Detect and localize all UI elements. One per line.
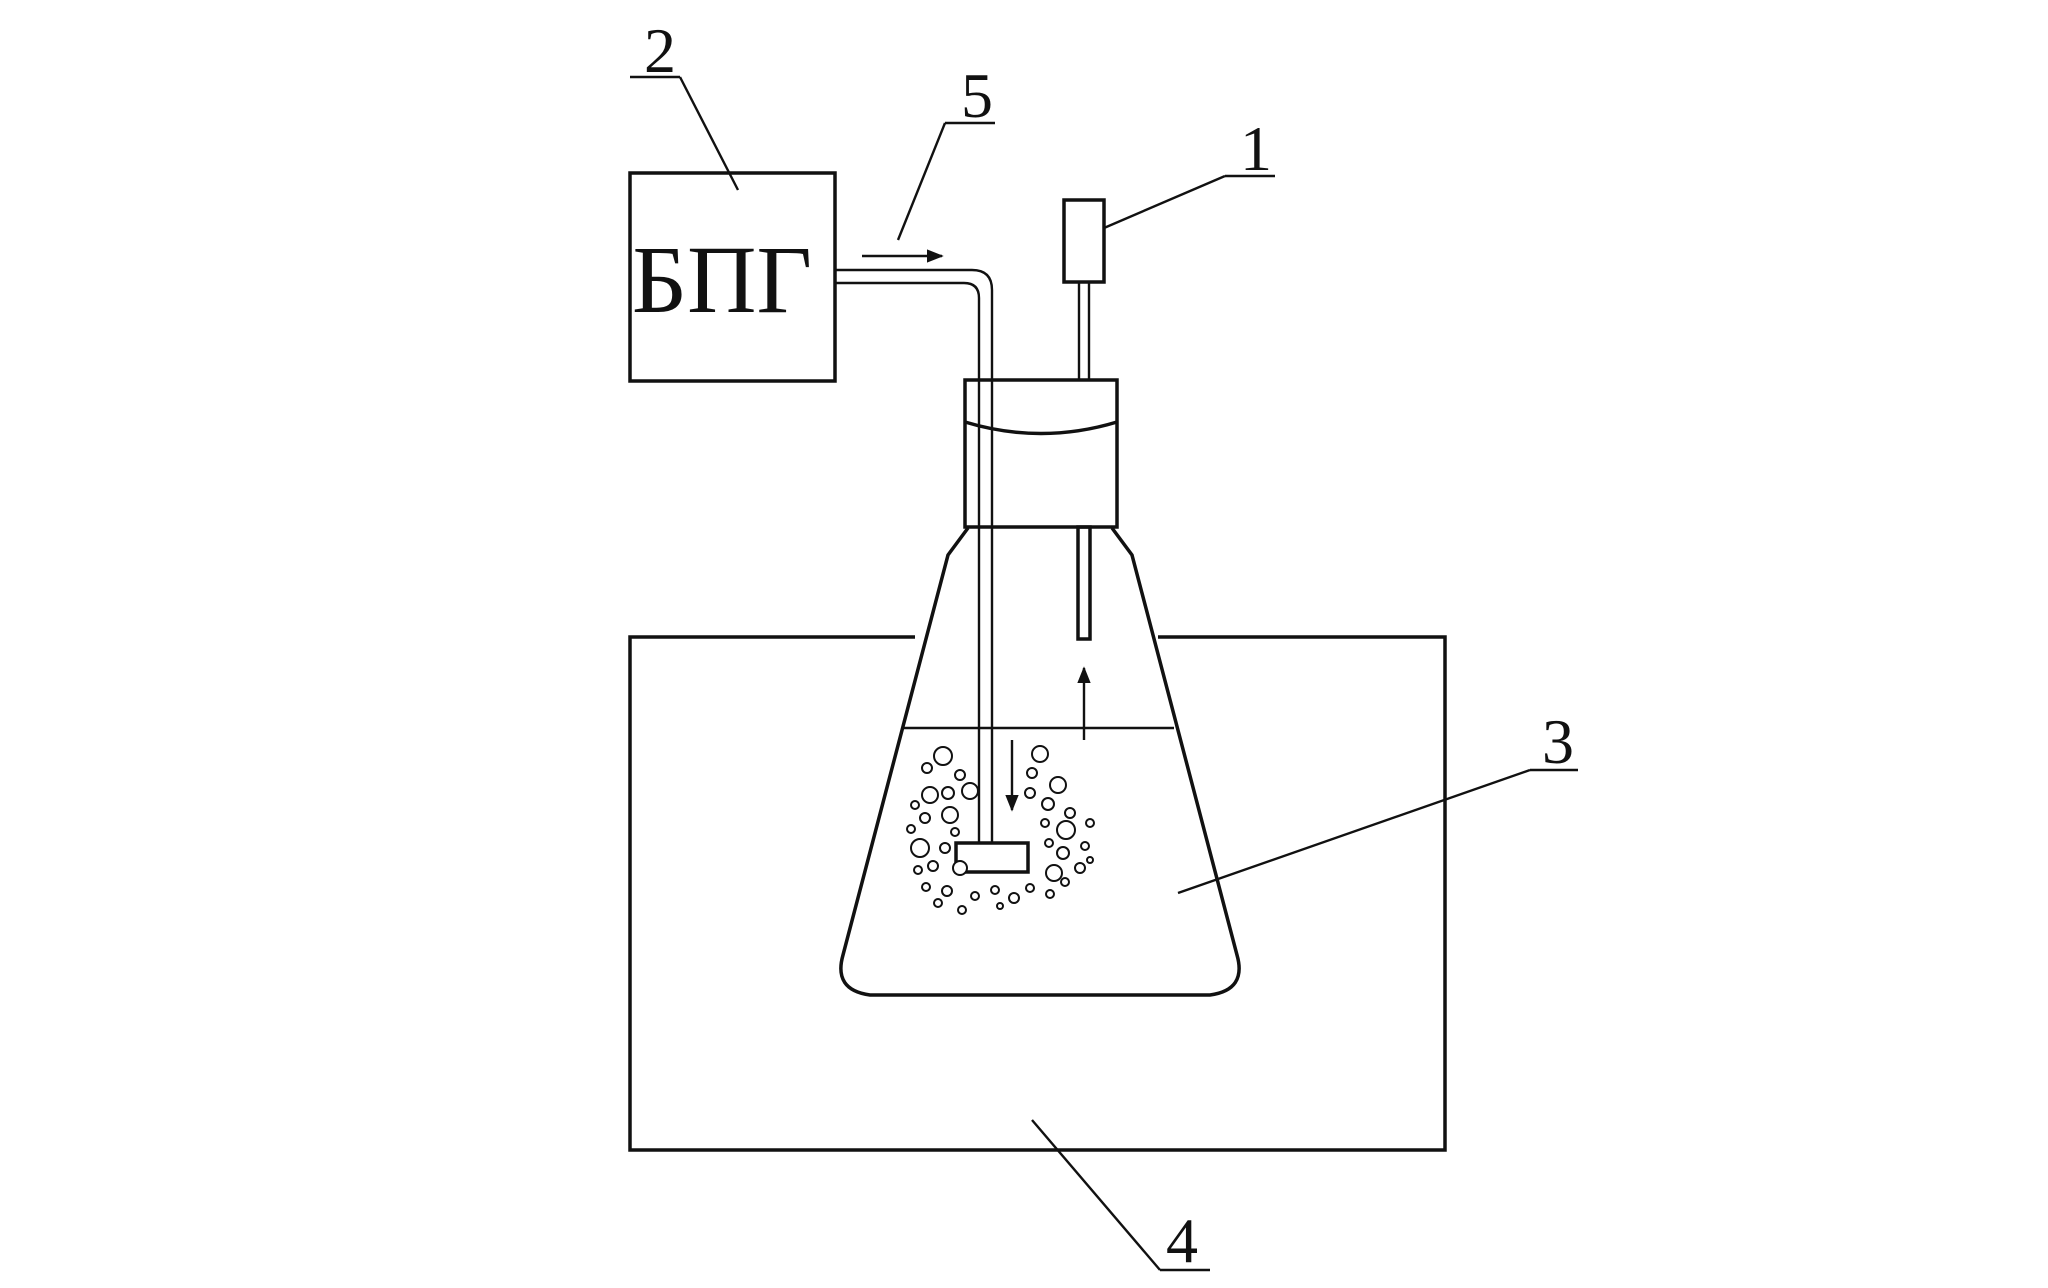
bubble — [1086, 856, 1094, 864]
bubble — [910, 800, 920, 810]
bubble — [1074, 862, 1086, 874]
bubble — [941, 786, 955, 800]
gas-inlet-tube — [835, 268, 994, 843]
stopper-curve — [964, 420, 1118, 436]
bubble — [1025, 883, 1035, 893]
bubble — [1041, 797, 1055, 811]
bubble — [1040, 818, 1050, 828]
label-sensor: 1 — [1103, 113, 1275, 230]
bubble — [1031, 745, 1049, 763]
bubble — [941, 885, 953, 897]
bubble — [1049, 776, 1067, 794]
bubble — [1044, 838, 1054, 848]
bubble — [939, 842, 951, 854]
bath-outline — [628, 635, 1447, 1152]
gas-diffuser — [954, 841, 1030, 874]
sensor-head — [1062, 198, 1106, 284]
bubble — [910, 838, 930, 858]
gas-generator-label: БПГ — [632, 226, 812, 333]
label-generator: 2 — [630, 15, 740, 191]
gas-bubbles — [906, 745, 1095, 915]
label-generator-number: 2 — [644, 15, 676, 86]
label-bath-number: 4 — [1166, 1205, 1198, 1276]
bubble — [906, 824, 916, 834]
flask-body — [839, 526, 1241, 997]
label-sensor-number: 1 — [1240, 113, 1272, 184]
gas-inlet-tube-inner — [835, 281, 981, 843]
gas-generator-box[interactable] — [628, 171, 837, 383]
bubble — [952, 860, 968, 876]
bubble — [950, 827, 960, 837]
bubble — [933, 898, 943, 908]
bubble — [954, 769, 966, 781]
bubble — [1008, 892, 1020, 904]
bubble — [921, 762, 933, 774]
bubble — [996, 902, 1004, 910]
bubble — [990, 885, 1000, 895]
bubble — [913, 865, 923, 875]
label-liquid-number: 3 — [1542, 706, 1574, 777]
bubble — [961, 782, 979, 800]
bubble — [927, 860, 939, 872]
bubble — [933, 746, 953, 766]
bubble — [970, 891, 980, 901]
bubble — [1056, 846, 1070, 860]
bubble — [1064, 807, 1076, 819]
flask-stopper — [963, 378, 1119, 529]
bubble — [1026, 767, 1038, 779]
label-liquid: 3 — [1177, 706, 1578, 895]
bubble — [941, 806, 959, 824]
bubble — [921, 882, 931, 892]
bubble — [919, 812, 931, 824]
bubble — [957, 905, 967, 915]
label-bath: 4 — [1031, 1119, 1210, 1276]
label-gas-flow: 5 — [896, 60, 995, 241]
bubble — [921, 786, 939, 804]
bubble — [1085, 818, 1095, 828]
bubble — [1080, 841, 1090, 851]
bubble — [1056, 820, 1076, 840]
label-gas-flow-number: 5 — [961, 60, 993, 131]
sensor-probe — [1076, 525, 1092, 641]
bubble — [1045, 864, 1063, 882]
bubble — [1045, 889, 1055, 899]
bubble — [1024, 787, 1036, 799]
bubble — [1060, 877, 1070, 887]
